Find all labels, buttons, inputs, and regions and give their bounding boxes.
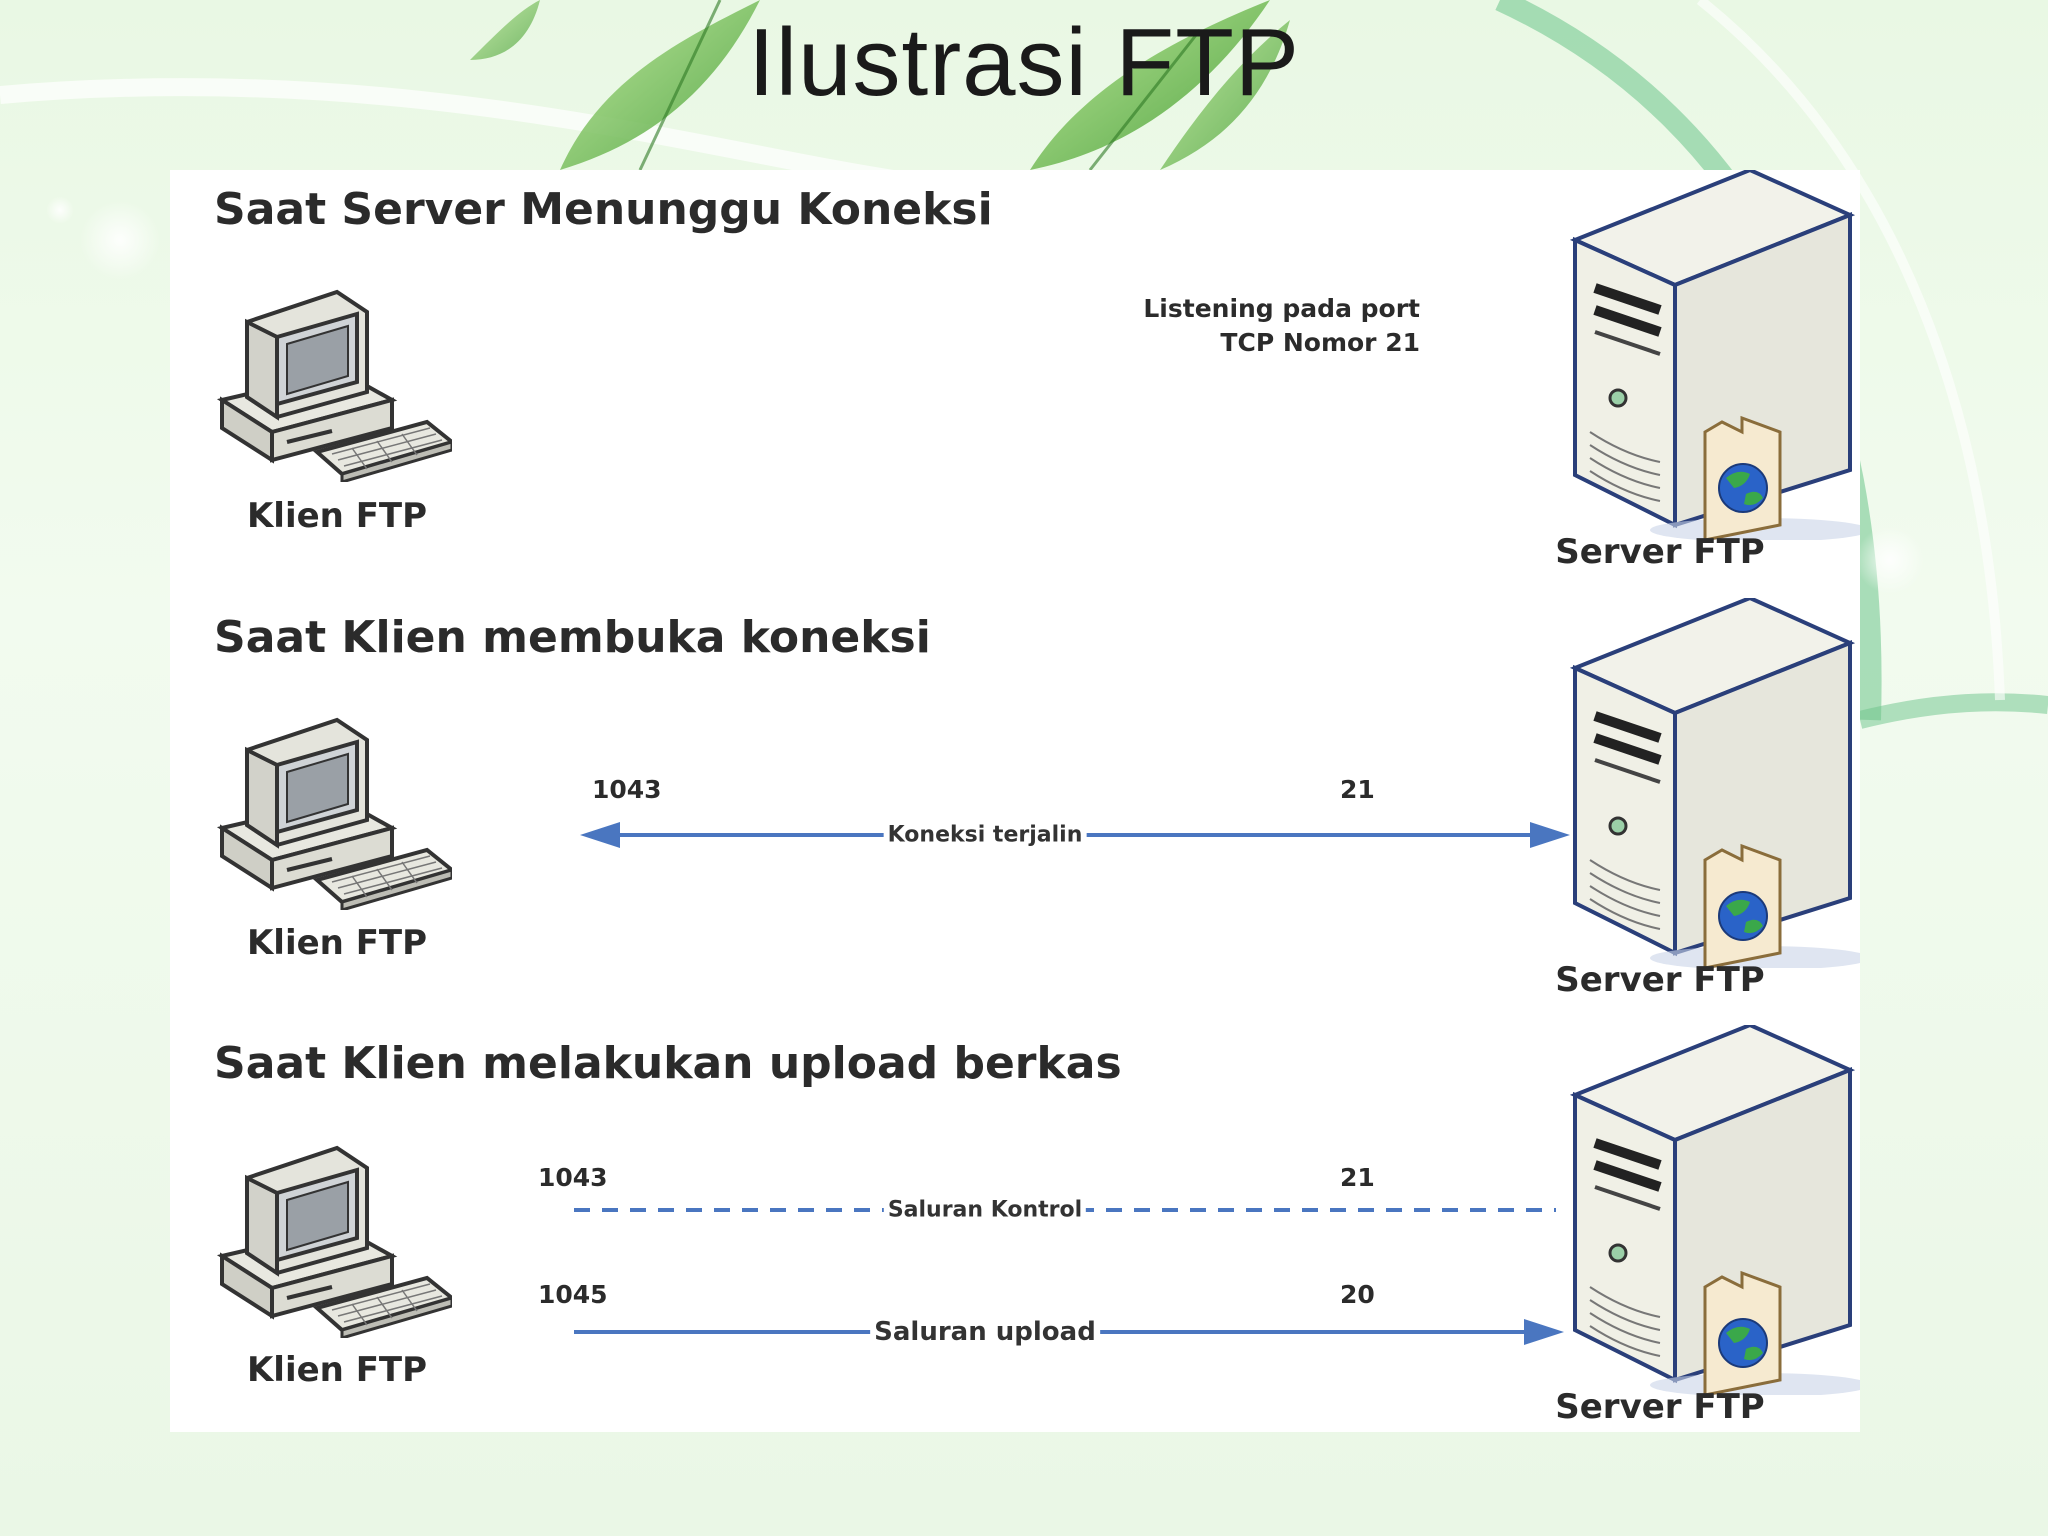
desktop-computer-icon	[216, 717, 452, 910]
slide-title: Ilustrasi FTP	[748, 9, 1300, 116]
server-note-line1: Listening pada port	[1143, 294, 1420, 323]
tower-server-icon	[1569, 1025, 1860, 1395]
server-note-line2: TCP Nomor 21	[1220, 328, 1420, 357]
client-port: 1043	[592, 775, 662, 804]
arrowhead-left	[580, 822, 620, 848]
client-label: Klien FTP	[246, 1350, 428, 1390]
upload-server-port: 20	[1340, 1280, 1375, 1309]
section-title-waiting: Saat Server Menunggu Koneksi	[214, 184, 993, 235]
tower-server-icon	[1569, 170, 1860, 540]
server-label: Server FTP	[1555, 532, 1765, 572]
control-client-port: 1043	[538, 1163, 608, 1192]
server-label: Server FTP	[1555, 1387, 1765, 1427]
desktop-computer-icon	[216, 1145, 452, 1338]
tower-server-icon	[1569, 598, 1860, 968]
server-port: 21	[1340, 775, 1375, 804]
arrowhead-right	[1530, 822, 1570, 848]
upload-client-port: 1045	[538, 1280, 608, 1309]
control-server-port: 21	[1340, 1163, 1375, 1192]
desktop-computer-icon	[216, 289, 452, 482]
connection-label: Koneksi terjalin	[883, 822, 1087, 848]
upload-channel-label: Saluran upload	[870, 1317, 1100, 1347]
section-title-upload: Saat Klien melakukan upload berkas	[214, 1038, 1122, 1089]
diagram-panel: Saat Server Menunggu Koneksi Klien FTP L…	[170, 170, 1860, 1432]
arrowhead-right	[1524, 1319, 1564, 1345]
server-label: Server FTP	[1555, 960, 1765, 1000]
server-note: Listening pada port TCP Nomor 21	[1000, 292, 1420, 360]
client-label: Klien FTP	[246, 496, 428, 536]
section-title-open-connection: Saat Klien membuka koneksi	[214, 612, 931, 663]
control-channel-label: Saluran Kontrol	[883, 1197, 1087, 1223]
client-label: Klien FTP	[246, 923, 428, 963]
